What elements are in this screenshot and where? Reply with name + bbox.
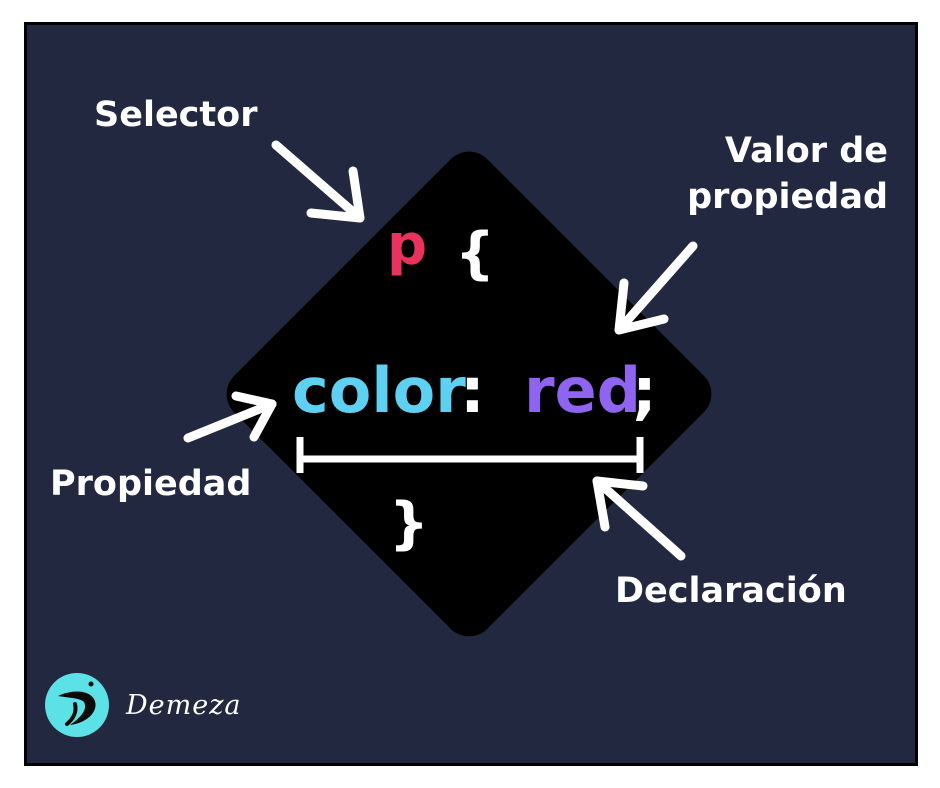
value-label-line1: Valor de: [724, 131, 888, 171]
value-label: Valor de propiedad: [658, 128, 888, 220]
code-brace-open: {: [455, 221, 495, 286]
code-selector: p: [387, 213, 428, 278]
value-arrow-icon: [614, 241, 698, 335]
selector-arrow-icon: [271, 140, 365, 223]
code-brace-close: }: [389, 491, 429, 556]
value-label-line2: propiedad: [687, 177, 888, 217]
declaration-bracket: [296, 437, 644, 473]
property-arrow-icon: [183, 391, 277, 443]
demeza-logo-icon: [45, 673, 109, 737]
declaration-label: Declaración: [615, 571, 847, 611]
brand-name: Demeza: [126, 690, 242, 721]
code-semicolon: ;: [632, 354, 657, 427]
selector-label: Selector: [94, 95, 258, 135]
declaration-arrow-icon: [592, 476, 686, 561]
property-label: Propiedad: [50, 464, 252, 504]
code-value: red: [524, 354, 642, 427]
code-colon: :: [460, 354, 485, 427]
code-property: color: [292, 354, 466, 427]
